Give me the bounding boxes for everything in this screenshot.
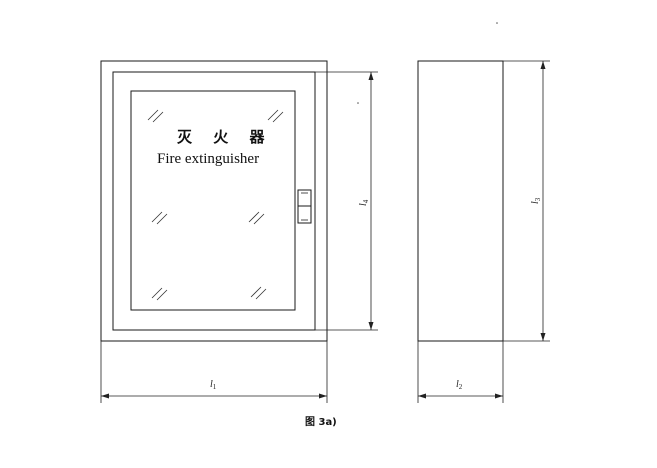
dimension-l3-subscript: 3 [534, 197, 542, 201]
svg-text:l2: l2 [456, 379, 463, 391]
cabinet-label-english: Fire extinguisher [157, 151, 259, 167]
svg-text:l1: l1 [210, 379, 217, 391]
cabinet-door-frame [112, 71, 316, 331]
scan-speck [357, 102, 359, 104]
figure-caption: 图 3a) [305, 416, 337, 428]
glass-reflection-marks [147, 109, 284, 301]
dimension-l3-letter: l [530, 201, 541, 204]
dimension-l2: l2 [417, 341, 504, 403]
cabinet-glass-panel [130, 90, 296, 311]
dimension-l2-letter: l [456, 379, 459, 390]
dimension-l4-subscript: 4 [362, 199, 370, 203]
dimension-l4-letter: l [358, 203, 369, 206]
svg-text:l3: l3 [530, 197, 542, 204]
door-handle [297, 189, 312, 224]
svg-text:l4: l4 [358, 199, 370, 206]
scan-speck [496, 22, 498, 24]
cabinet-outer-frame [100, 60, 328, 342]
dimension-l1: l1 [100, 341, 328, 403]
front-view: 灭 火 器 Fire extinguisher [100, 60, 328, 342]
dimension-l4: l4 [315, 71, 378, 331]
cabinet-label-chinese: 灭 火 器 [176, 128, 272, 146]
dimension-l1-letter: l [210, 379, 213, 390]
dimension-l2-subscript: 2 [459, 383, 463, 391]
cabinet-side-body [417, 60, 504, 342]
side-view [417, 60, 504, 342]
dimension-l1-subscript: 1 [213, 383, 217, 391]
dimension-l3: l3 [503, 60, 550, 342]
